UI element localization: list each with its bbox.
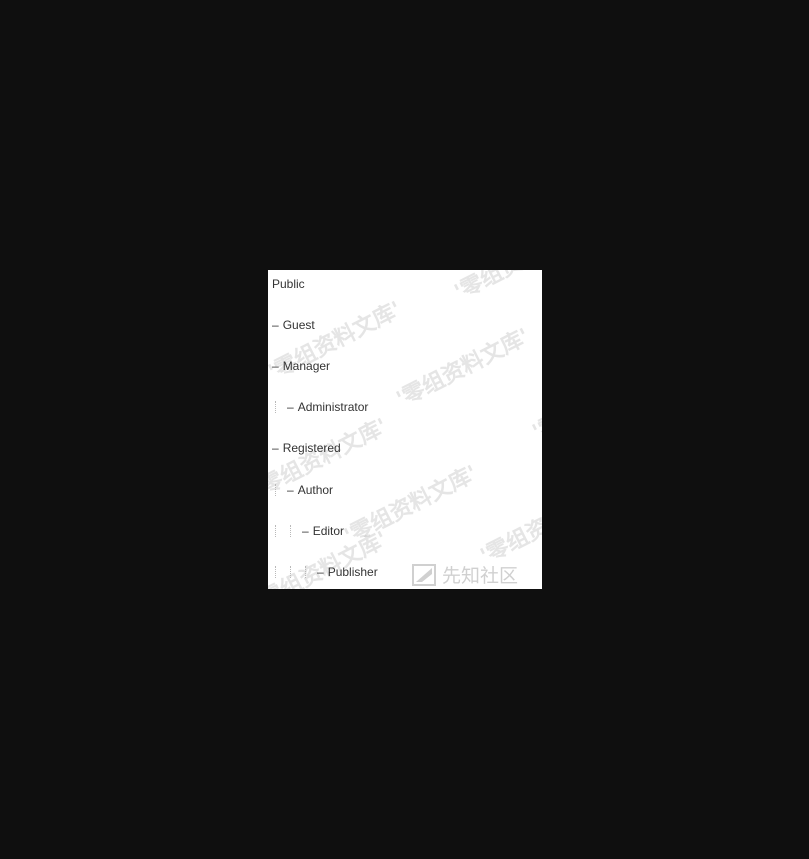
- xianzhi-brand: 先知社区: [412, 561, 518, 588]
- tree-item-public[interactable]: Public: [272, 276, 305, 292]
- tree-item-label: Registered: [282, 441, 341, 455]
- tree-guide-line: [302, 565, 317, 579]
- tree-item-label: Administrator: [297, 400, 369, 414]
- tree-item-label: Public: [272, 277, 305, 291]
- tree-dash: –: [272, 318, 279, 332]
- tree-guide-line: [272, 400, 287, 414]
- tree-guide-line: [287, 524, 302, 538]
- tree-dash: –: [287, 400, 294, 414]
- tree-dash: –: [317, 565, 324, 579]
- xianzhi-logo-icon: [412, 563, 436, 586]
- tree-guide-line: [272, 524, 287, 538]
- tree-guide-line: [287, 565, 302, 579]
- tree-dash: –: [272, 359, 279, 373]
- tree-item-label: Manager: [282, 359, 331, 373]
- tree-guide-line: [272, 565, 287, 579]
- tree-item-administrator[interactable]: – Administrator: [272, 399, 368, 415]
- tree-dash: –: [272, 441, 279, 455]
- user-group-panel: '零组资料文库' '零组资料文库' '零组资料文库' '零组资料文库' '零组资…: [268, 270, 542, 589]
- tree-item-author[interactable]: – Author: [272, 482, 333, 498]
- brand-label: 先知社区: [442, 565, 519, 587]
- group-tree: Public – Guest – Manager – Administrator…: [268, 270, 542, 589]
- tree-item-registered[interactable]: – Registered: [272, 440, 341, 456]
- tree-item-label: Editor: [312, 524, 345, 538]
- tree-item-label: Publisher: [327, 565, 378, 579]
- tree-item-guest[interactable]: – Guest: [272, 317, 315, 333]
- tree-item-label: Guest: [282, 318, 315, 332]
- tree-guide-line: [272, 483, 287, 497]
- tree-item-publisher[interactable]: – Publisher: [272, 564, 378, 580]
- tree-item-label: Author: [297, 483, 334, 497]
- tree-item-editor[interactable]: – Editor: [272, 523, 344, 539]
- tree-item-manager[interactable]: – Manager: [272, 358, 330, 374]
- tree-dash: –: [287, 483, 294, 497]
- tree-dash: –: [302, 524, 309, 538]
